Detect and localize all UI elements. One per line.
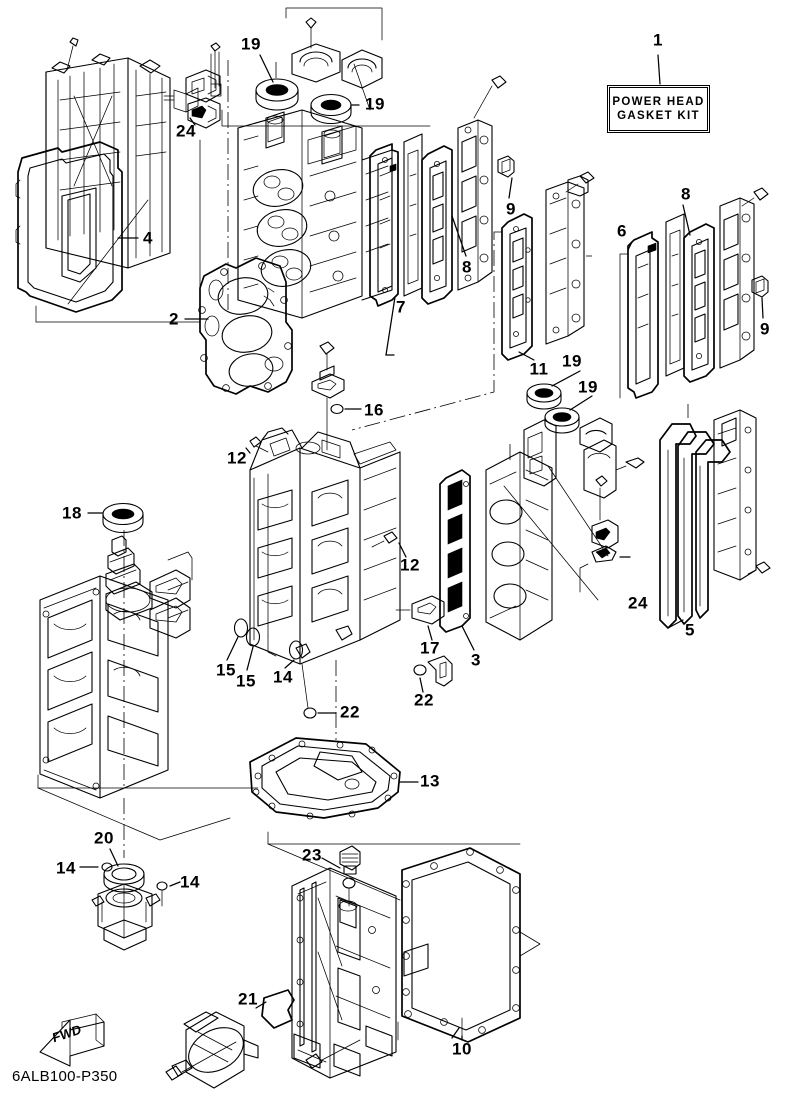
- callout-cylinder-head-cover-gasket: 4: [143, 228, 153, 248]
- drawing-number: 6ALB100-P350: [12, 1068, 118, 1085]
- group-cylinder-head-cover: [15, 37, 201, 323]
- callout-oil-seal-c: 19: [562, 351, 582, 371]
- callout-exhaust-cover-gasket-left: 8: [462, 257, 472, 277]
- kit-box-line-1: POWER HEAD: [612, 96, 705, 108]
- callout-thermostat-cover-gasket: 11: [529, 359, 549, 379]
- callout-water-pump-o-ring: 20: [94, 828, 114, 848]
- callout-oil-drain-seal: 23: [302, 845, 322, 865]
- kit-box-leader: [657, 54, 661, 85]
- callout-exhaust-outer-cover-gasket: 7: [396, 297, 406, 317]
- callout-o-ring-b: 15: [236, 671, 256, 691]
- callout-anode-bracket: 17: [420, 638, 440, 658]
- callout-exhaust-inner-cover-gasket: 6: [617, 221, 627, 241]
- group-gasket-11: [351, 171, 595, 431]
- group-oil-seals-top: [255, 54, 360, 125]
- group-exhaust-gasket-5: [659, 404, 771, 629]
- group-cylinder-head: [227, 60, 393, 319]
- fwd-arrow-icon: [39, 1013, 105, 1067]
- callout-o-ring-block: 14: [273, 667, 293, 687]
- callout-crankcase-base-gasket: 13: [420, 771, 440, 791]
- callout-exhaust-cover-gasket-right: 8: [681, 184, 691, 204]
- callout-o-ring-pump-right: 14: [180, 872, 200, 892]
- group-water-pump: [79, 848, 181, 951]
- callout-exhaust-manifold-gasket: 3: [471, 650, 481, 670]
- callout-crankshaft-oil-seal: 18: [62, 503, 82, 523]
- callout-o-ring-hose-upper: 22: [340, 702, 360, 722]
- kit-box-line-2: GASKET KIT: [617, 110, 700, 122]
- callout-oil-pressure-sensor-seal: 24: [176, 121, 196, 141]
- callout-sensor-seal-right: 24: [628, 593, 648, 613]
- group-exhaust-cover-left: [369, 75, 515, 356]
- callout-water-pump-gasket: 21: [238, 989, 258, 1009]
- callout-oil-seal-b: 19: [365, 94, 385, 114]
- callout-oil-seal-a: 19: [241, 34, 261, 54]
- callout-exhaust-cover-gasket: 5: [685, 620, 695, 640]
- callout-o-ring-hose-lower: 22: [414, 690, 434, 710]
- callout-oil-pan-gasket: 10: [452, 1039, 472, 1059]
- callout-o-ring-pump-left: 14: [56, 858, 76, 878]
- callout-power-head-gasket-kit: 1: [653, 30, 663, 50]
- power-head-gasket-kit-box: POWER HEAD GASKET KIT: [607, 85, 710, 133]
- group-gasket-3-right-head: [439, 370, 645, 651]
- group-crankcase: [37, 502, 259, 858]
- group-gasket-13: [249, 737, 419, 820]
- callout-oil-seal-d: 19: [578, 377, 598, 397]
- callout-grommet-left: 9: [506, 199, 516, 219]
- callout-o-ring-oil-filler: 16: [364, 400, 384, 420]
- group-head-gasket-2: [184, 257, 293, 395]
- callout-o-ring-a: 15: [216, 660, 236, 680]
- group-exhaust-cover-right: [619, 187, 769, 399]
- group-oil-pan: [165, 831, 541, 1089]
- callout-cylinder-head-gasket: 2: [169, 309, 179, 329]
- callout-grommet-right: 9: [760, 319, 770, 339]
- callout-bolt-upper: 12: [227, 448, 247, 468]
- group-cylinder-block: [226, 341, 453, 740]
- group-bearing-caps: [285, 7, 383, 111]
- group-upper-sensor-24: [163, 42, 431, 129]
- callout-bolt-lower: 12: [400, 555, 420, 575]
